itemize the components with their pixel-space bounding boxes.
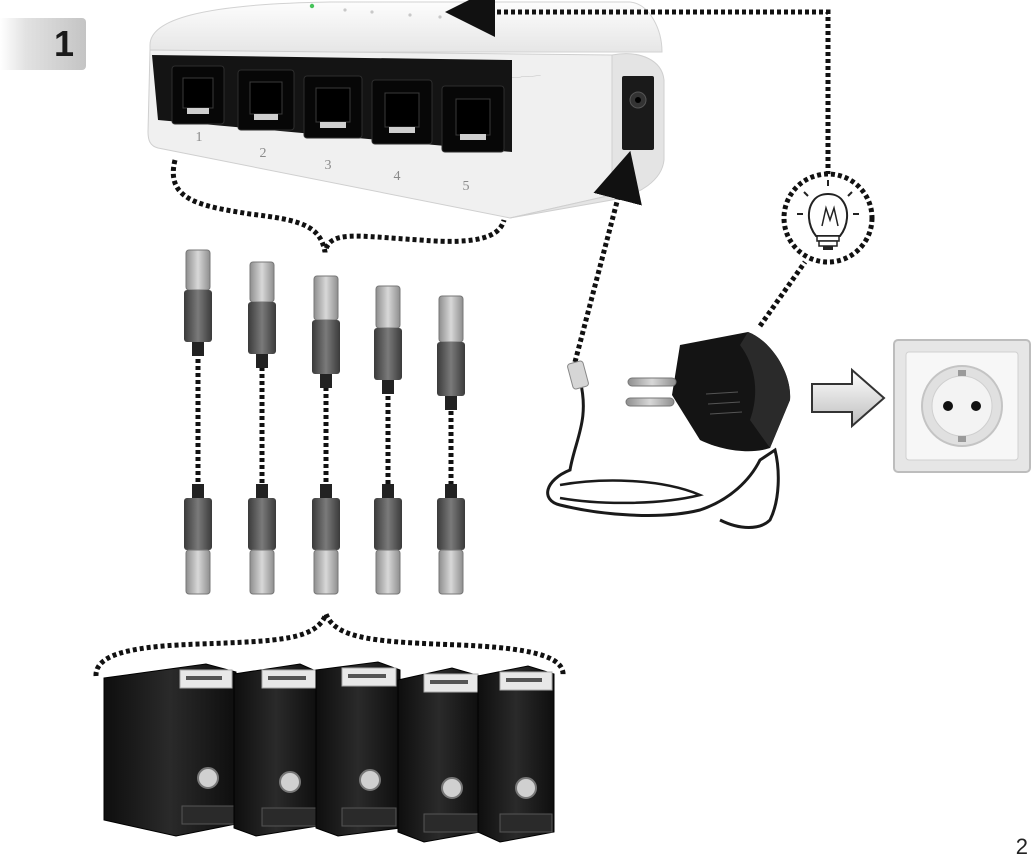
- ethernet-port: [441, 85, 505, 153]
- arrow-right-icon: [811, 367, 886, 429]
- computers-brace: [93, 607, 566, 677]
- rj45-connector: [312, 484, 340, 595]
- port-label: 3: [325, 158, 332, 173]
- connection-lines: [93, 0, 831, 677]
- adapter-to-jack-line: [572, 150, 642, 363]
- ethernet-port: [237, 69, 295, 131]
- rj45-connector: [248, 261, 276, 368]
- rj45-connector: [184, 484, 212, 595]
- step-number: 1: [53, 23, 74, 64]
- adapter-to-bulb-line: [757, 260, 808, 328]
- desktop-computer: [103, 663, 237, 837]
- desktop-computer: [397, 667, 481, 843]
- port-label: 2: [260, 146, 267, 161]
- dc-power-jack: [622, 76, 654, 150]
- desktop-computer: [233, 663, 319, 837]
- ethernet-port: [303, 75, 363, 139]
- rj45-connector: [312, 275, 340, 388]
- rj45-connector: [374, 484, 402, 595]
- rj45-connector: [437, 484, 465, 595]
- light-bulb-icon: [781, 171, 875, 265]
- switch-ports-brace: [170, 159, 507, 253]
- rj45-connector: [437, 295, 465, 410]
- wall-socket: [893, 339, 1031, 473]
- desktop-computer: [315, 661, 401, 837]
- ethernet-port: [171, 65, 225, 125]
- svg-text:________: ________: [509, 70, 542, 79]
- port-label: 5: [463, 179, 470, 194]
- ethernet-port: [371, 79, 433, 145]
- bulb-to-switch-line: [445, 0, 831, 175]
- desktop-computer: [477, 665, 555, 843]
- step-badge: 1: [0, 18, 86, 70]
- power-adapter: [546, 332, 791, 529]
- port-label: 1: [196, 130, 203, 145]
- rj45-connector: [184, 249, 212, 356]
- rj45-connector: [374, 285, 402, 394]
- page-number: 2: [1015, 834, 1028, 859]
- rj45-connector: [248, 484, 276, 595]
- port-label: 4: [394, 169, 401, 184]
